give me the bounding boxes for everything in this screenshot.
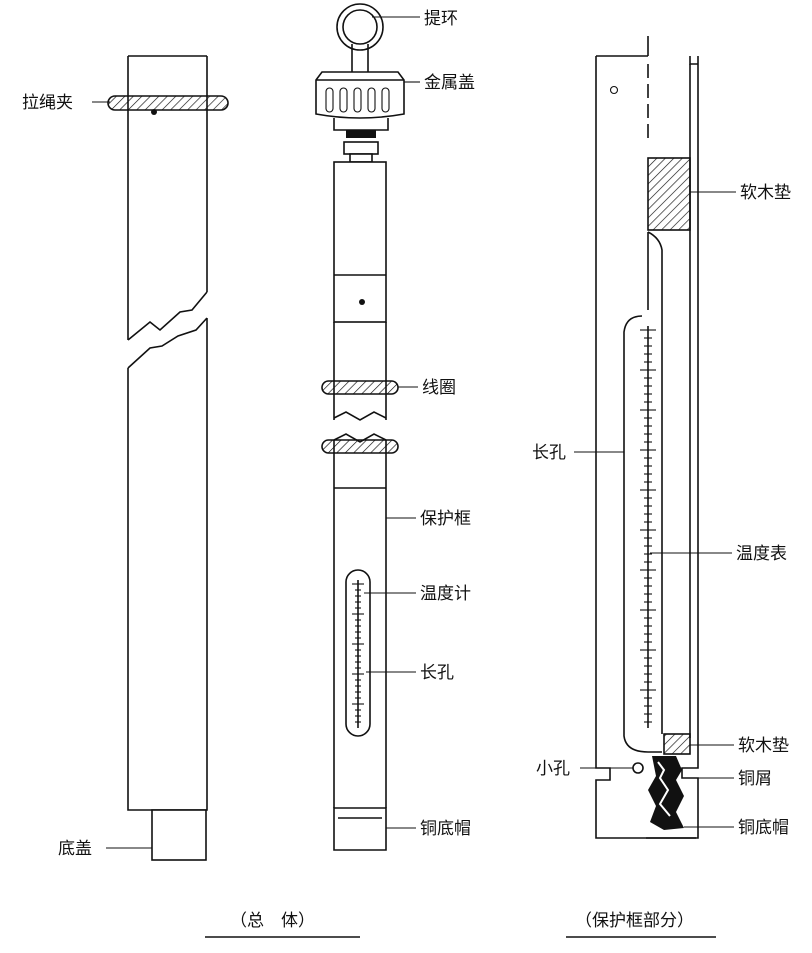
label-small-hole: 小孔 (536, 759, 570, 779)
label-slot-left: 长孔 (420, 663, 454, 683)
label-copper-cap-left: 铜底帽 (420, 819, 471, 839)
frame-section (595, 36, 699, 839)
label-thermo-table: 温度表 (736, 544, 787, 564)
label-lift-ring: 提环 (424, 9, 458, 29)
small-hole-shape (632, 762, 644, 774)
label-metal-cap: 金属盖 (424, 73, 475, 93)
bottom-cap-shape (151, 809, 207, 861)
label-protect-frame: 保护框 (420, 509, 471, 529)
label-cork-top: 软木垫 (740, 183, 791, 203)
label-bottom-cap: 底盖 (58, 839, 92, 859)
lift-ring-shape (336, 3, 384, 51)
caption-overall: （总 体） (230, 911, 315, 931)
label-slot-right: 长孔 (532, 443, 566, 463)
label-cork-bottom: 软木垫 (738, 736, 789, 756)
label-thread-ring: 线圈 (422, 378, 456, 398)
cork-top-shape (647, 157, 691, 231)
rope-clip-shape (107, 95, 229, 111)
cork-bottom-shape (663, 733, 691, 755)
caption-frame-part: （保护框部分） (575, 911, 694, 931)
outer-tube (107, 55, 229, 861)
label-copper-cap-right: 铜底帽 (738, 818, 789, 838)
label-copper-chips: 铜屑 (738, 769, 772, 789)
instrument-assembly (315, 3, 405, 851)
label-thermometer: 温度计 (420, 584, 471, 604)
thread-ring-shape (321, 380, 399, 395)
label-rope-clip: 拉绳夹 (22, 93, 73, 113)
